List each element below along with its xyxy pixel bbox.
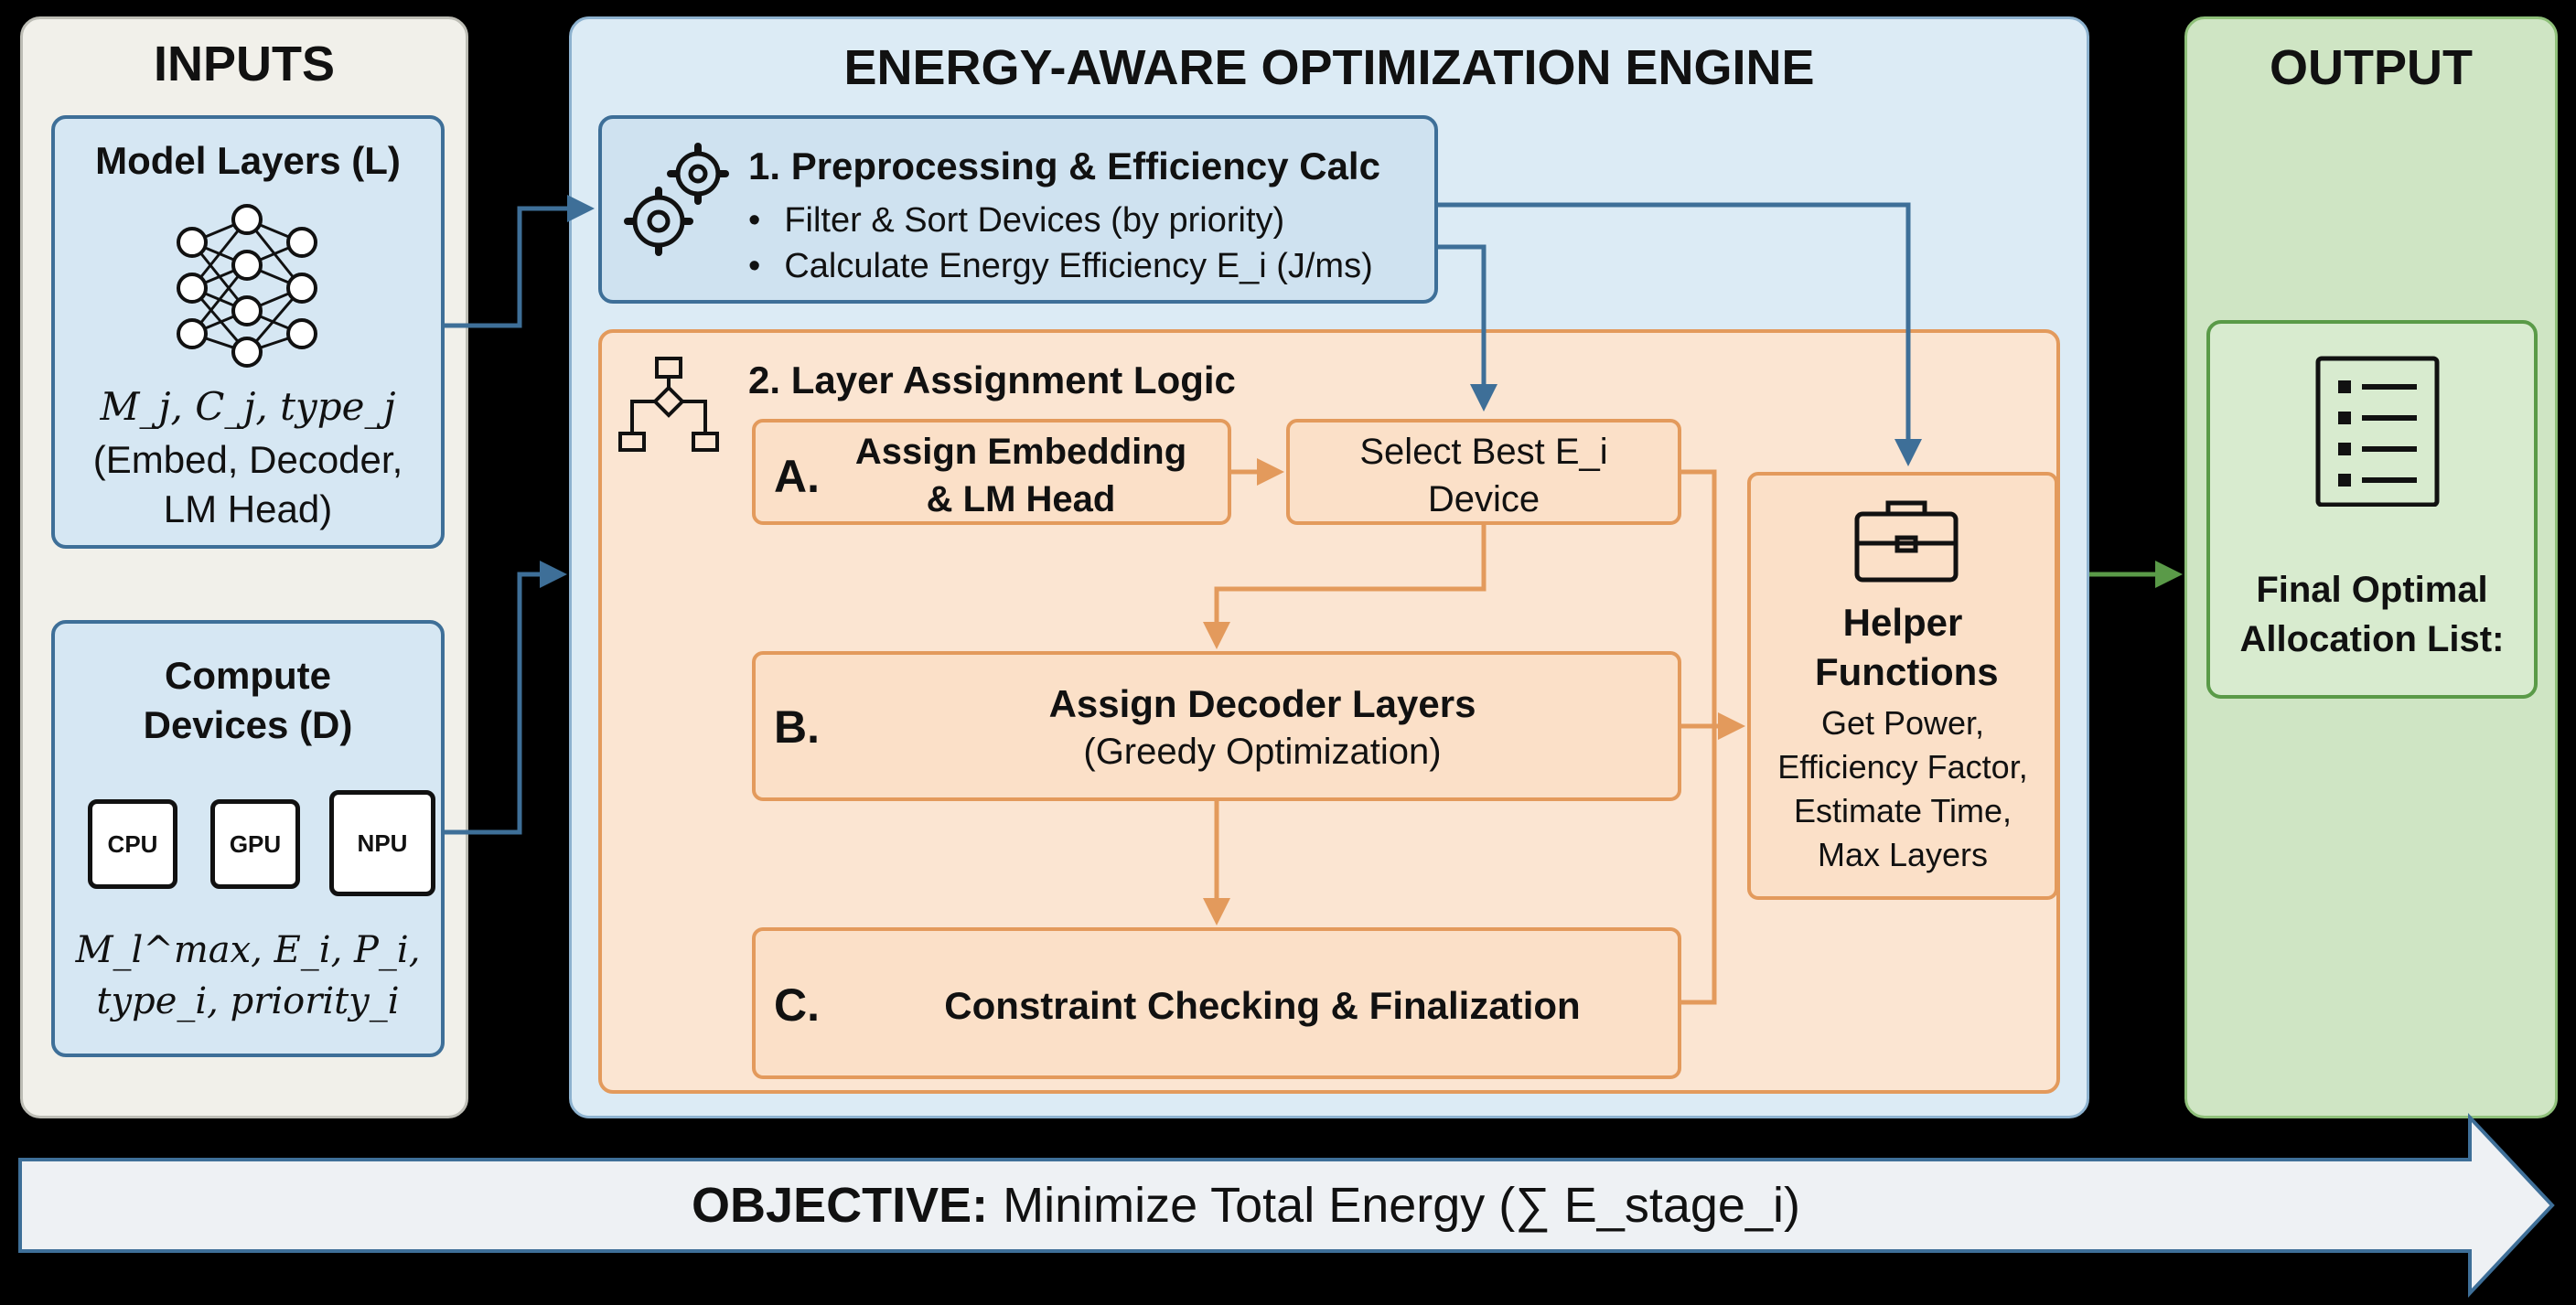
compute-devices-title: Compute Devices (D) [143, 654, 353, 746]
cpu-chip-icon: CPU [88, 799, 177, 889]
step-a-box: A. Assign Embedding & LM Head [752, 419, 1231, 525]
assignment-title: 2. Layer Assignment Logic [748, 358, 1236, 401]
objective-label: OBJECTIVE: [692, 1178, 989, 1233]
step-b-box: B. Assign Decoder Layers (Greedy Optimiz… [752, 651, 1681, 801]
compute-devices-vars-2: type_i, priority_i [96, 980, 400, 1022]
compute-devices-vars-1: M_l^max, E_i, P_i, [75, 929, 421, 971]
checklist-icon [2315, 356, 2440, 507]
preprocessing-bullet-1: •Filter & Sort Devices (by priority) [748, 201, 1285, 240]
objective-banner: OBJECTIVE: Minimize Total Energy (∑ E_st… [20, 1160, 2472, 1251]
step-b-letter: B. [774, 701, 820, 753]
output-title: OUTPUT [2270, 40, 2473, 95]
model-layers-vars: M_j, C_j, type_j [100, 384, 396, 429]
helper-item-4: Max Layers [1817, 836, 1989, 873]
preprocessing-title: 1. Preprocessing & Efficiency Calc [748, 144, 1380, 187]
step-a-label: Assign Embedding & LM Head [854, 432, 1187, 519]
helper-item-1: Get Power, [1820, 704, 1985, 742]
step-b-label: Assign Decoder Layers [1048, 682, 1476, 725]
gears-icon [624, 143, 729, 256]
preprocessing-bullet-2: •Calculate Energy Efficiency E_i (J/ms) [748, 247, 1373, 285]
step-c-label: Constraint Checking & Finalization [944, 984, 1581, 1027]
step-c-letter: C. [774, 979, 820, 1031]
gpu-chip-icon: GPU [210, 799, 300, 889]
helper-item-3: Estimate Time, [1793, 792, 2012, 829]
select-device-label: Select Best E_i Device [1359, 432, 1608, 519]
helper-item-2: Efficiency Factor, [1777, 748, 2028, 786]
helper-functions-title: Helper Functions [1815, 601, 1999, 693]
preprocessing-box: 1. Preprocessing & Efficiency Calc •Filt… [598, 115, 1438, 304]
inputs-title: INPUTS [153, 37, 336, 91]
step-c-box: C. Constraint Checking & Finalization [752, 927, 1681, 1079]
engine-title: ENERGY-AWARE OPTIMIZATION ENGINE [843, 40, 1815, 95]
select-device-box: Select Best E_i Device [1286, 419, 1681, 525]
flowchart-icon [618, 357, 719, 452]
neural-network-icon [177, 204, 317, 368]
output-label: Final Optimal Allocation List: [2239, 570, 2505, 659]
helper-functions-box: Helper Functions Get Power, Efficiency F… [1747, 472, 2058, 900]
step-b-sub: (Greedy Optimization) [1083, 732, 1442, 772]
compute-devices-box: Compute Devices (D) CPU GPU NPU M_l^max,… [51, 620, 445, 1057]
step-a-letter: A. [774, 451, 820, 502]
toolbox-icon [1854, 500, 1959, 583]
npu-chip-icon: NPU [329, 790, 435, 896]
model-layers-box: Model Layers (L) M_j, C_j, type_j (Embed… [51, 115, 445, 549]
model-layers-types: (Embed, Decoder, LM Head) [92, 438, 403, 530]
objective-text: Minimize Total Energy (∑ E_stage_i) [1003, 1178, 1800, 1233]
output-box: Final Optimal Allocation List: [2206, 320, 2538, 699]
model-layers-title: Model Layers (L) [95, 139, 401, 182]
